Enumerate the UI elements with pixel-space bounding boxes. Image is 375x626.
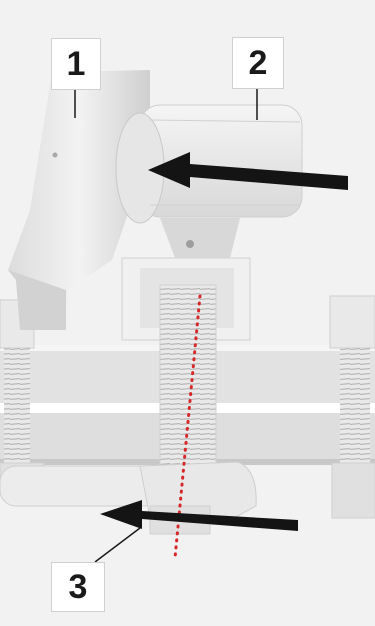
callout-label-1: 1: [51, 38, 101, 90]
arm-screw-hole: [53, 153, 58, 158]
callout-label-2: 2: [232, 37, 284, 89]
threaded-stud: [160, 285, 216, 465]
callout-label-3: 3: [51, 562, 105, 612]
